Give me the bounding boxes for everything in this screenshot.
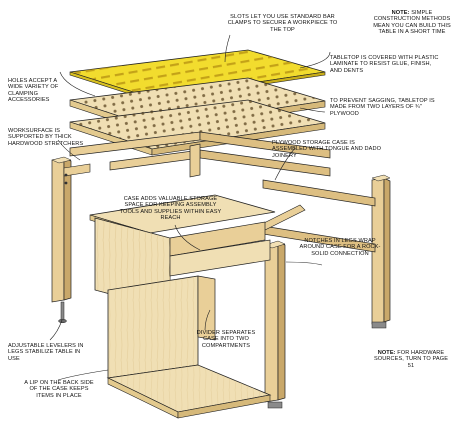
callout-lip: A lip on the back side of the case keeps… bbox=[24, 380, 94, 399]
callout-tabletop-laminate: Tabletop is covered with plastic laminat… bbox=[330, 55, 439, 74]
case-bottom-panel bbox=[106, 364, 272, 419]
callout-notches: Notches in legs wrap around case for a r… bbox=[299, 238, 381, 257]
callout-worksurface: Worksurface is supported by thick hardwo… bbox=[8, 128, 84, 147]
back-legs bbox=[189, 143, 391, 329]
note-body: Simple construction methods mean you can… bbox=[373, 10, 451, 36]
leader-lines bbox=[49, 34, 331, 381]
front-left-leg bbox=[51, 156, 91, 303]
callout-case-adds: Case adds valuable storage space for kee… bbox=[119, 196, 222, 222]
note-body: For hardware sources, turn to page 51 bbox=[373, 350, 449, 369]
leveler-foot bbox=[58, 301, 67, 324]
callout-plywood-case: Plywood storage case is assembled with t… bbox=[272, 140, 382, 159]
callout-sagging: To prevent sagging, tabletop is made fro… bbox=[330, 98, 435, 117]
stretcher-frame bbox=[69, 131, 331, 177]
callout-divider: Divider separates case into two compartm… bbox=[196, 330, 256, 349]
callout-note-hardware: Note: For hardware sources, turn to page… bbox=[372, 350, 450, 369]
callout-holes: Holes accept a wide variety of clamping … bbox=[8, 78, 59, 104]
note-heading: Note: bbox=[377, 350, 396, 356]
callout-levelers: Adjustable levelers in legs stabilize ta… bbox=[8, 343, 84, 362]
front-right-leg bbox=[264, 240, 286, 409]
divider-panel bbox=[197, 275, 216, 341]
callout-slots: Slots let you use standard bar clamps to… bbox=[227, 14, 338, 33]
note-heading: Note: bbox=[391, 10, 410, 16]
right-side-frame bbox=[259, 179, 376, 253]
callout-note-simple: Note: Simple construction methods mean y… bbox=[372, 10, 452, 36]
case-back-panel bbox=[107, 275, 199, 379]
